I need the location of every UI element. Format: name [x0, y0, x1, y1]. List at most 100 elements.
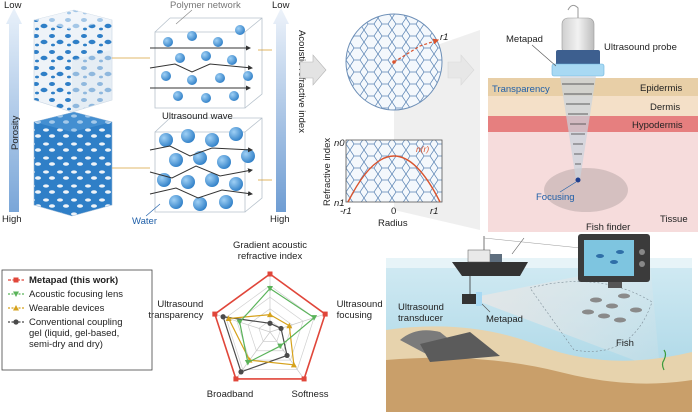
radar-point-0-4: [212, 311, 218, 317]
radar-point-3-4: [220, 314, 226, 320]
radar-point-0-3: [233, 376, 239, 382]
radar-axis-label-1-0: Ultrasound: [337, 299, 383, 310]
ultrasound-probe: [561, 17, 595, 55]
radar-point-3-1: [278, 325, 284, 332]
radar-point-1-4: [236, 319, 243, 326]
sonar-beam: [470, 262, 660, 370]
fishing-net: [529, 281, 653, 352]
legend-label-3-1: gel (liquid, gel-based,: [29, 328, 119, 339]
radar-point-1-1: [311, 315, 318, 321]
fish-finder-label: Fish finder: [586, 222, 630, 233]
porosity-axis-label: Porosity: [10, 115, 21, 150]
scene-metapad-label: Metapad: [486, 314, 523, 325]
radar-axis-label-4-1: transparency: [148, 310, 203, 321]
porosity-top-label: Low: [4, 0, 22, 11]
radar-point-2-1: [286, 322, 293, 329]
water-label: Water: [132, 216, 157, 227]
refractive-index-arrow: [273, 8, 289, 212]
radar-point-1-3: [244, 359, 251, 366]
index-axis-label: Acoustic refractive index: [296, 30, 307, 133]
legend-marker-2: [13, 305, 19, 311]
radar-point-0-2: [301, 376, 307, 382]
high-porosity-lattice: [149, 117, 263, 213]
layer-hypodermis: [488, 116, 698, 132]
radar-point-0-1: [322, 311, 328, 317]
radar-point-2-0: [267, 311, 273, 318]
radar-axis-label-0-1: refractive index: [238, 251, 303, 262]
x-mid-label: 0: [391, 206, 396, 217]
legend-label-2: Wearable devices: [29, 303, 105, 314]
epidermis-label: Epidermis: [640, 83, 682, 94]
probe-label: Ultrasound probe: [604, 42, 677, 53]
low-porosity-cube: [33, 9, 113, 113]
fish-label: Fish: [616, 338, 634, 349]
target-region: [544, 168, 628, 212]
legend-marker-0: [13, 277, 19, 283]
ultrasound-wave-label: Ultrasound wave: [162, 111, 233, 122]
index-top-label: Low: [272, 0, 290, 11]
profile-curve: [347, 155, 441, 203]
radar-series-1: [239, 287, 316, 364]
metapad: [551, 63, 605, 77]
focusing-label: Focusing: [536, 192, 575, 203]
step-arrow-1: [299, 54, 327, 86]
x-left-label: -r1: [340, 206, 352, 217]
low-porosity-lattice: [149, 17, 263, 109]
radar-axis-label-2: Softness: [291, 389, 328, 400]
radar-point-3-2: [284, 352, 290, 359]
index-bottom-label: High: [270, 214, 290, 225]
radar-point-0-0: [267, 271, 273, 277]
transparency-label: Transparency: [492, 84, 550, 95]
radar-point-1-0: [267, 286, 273, 292]
porosity-arrow: [6, 8, 22, 212]
profile-panel: r1 n(r) n0 n1 -r1 0 r1 Radius Refractive…: [322, 13, 480, 230]
radar-point-2-2: [290, 361, 297, 368]
focused-beam: [560, 76, 596, 180]
fish-finder-monitor: [578, 234, 650, 288]
high-porosity-cube: [33, 111, 113, 217]
radar-point-2-4: [225, 315, 232, 322]
layer-dermis: [488, 96, 698, 116]
transducer-label-1: Ultrasound: [398, 302, 444, 313]
radar-series-2: [227, 313, 295, 366]
radar-axis-label-3: Broadband: [207, 389, 253, 400]
scene-metapad: [476, 292, 482, 306]
fish-scene: Fish finder Ultrasound transducer Metapa…: [386, 222, 692, 412]
legend-label-1: Acoustic focusing lens: [29, 289, 123, 300]
radar-point-3-3: [238, 369, 244, 375]
legend-label-0: Metapad (this work): [29, 275, 118, 286]
radar-axis-label-4-0: Ultrasound: [157, 299, 203, 310]
porosity-bottom-label: High: [2, 214, 22, 225]
tissue-label: Tissue: [660, 214, 688, 225]
legend-label-3-2: semi-dry and dry): [29, 339, 103, 350]
hypodermis-label: Hypodermis: [632, 120, 683, 131]
radar-axis-label-0-0: Gradient acoustic: [233, 240, 307, 251]
y-top-label: n0: [334, 138, 345, 149]
legend-label-3-0: Conventional coupling: [29, 317, 122, 328]
curve-label: n(r): [416, 144, 429, 154]
y-bottom-label: n1: [334, 198, 345, 209]
fishing-boat: [452, 236, 601, 276]
legend-box: [1, 269, 153, 371]
radar-series-0: [213, 273, 327, 380]
probe-panel: Metapad Ultrasound probe Transparency Ep…: [488, 4, 698, 232]
radar-spoke-1: [269, 313, 326, 333]
radius-label: r1: [440, 32, 448, 43]
legend-marker-1: [13, 291, 19, 297]
x-right-label: r1: [430, 206, 438, 217]
profile-plot-area: [345, 139, 443, 203]
metapad-label: Metapad: [506, 34, 543, 45]
dermis-label: Dermis: [650, 102, 680, 113]
polymer-network-label: Polymer network: [170, 0, 241, 11]
radar-point-3-0: [267, 320, 273, 326]
radar-point-1-2: [277, 343, 284, 350]
fish-school: [582, 293, 642, 323]
porosity-panel: Low High Porosity: [2, 0, 307, 227]
radar-axis-label-1-1: focusing: [337, 310, 372, 321]
transducer-label-2: transducer: [398, 313, 443, 324]
x-axis-label: Radius: [378, 218, 408, 229]
y-axis-label: Refractive index: [322, 138, 333, 206]
legend: Metapad (this work) Acoustic focusing len…: [1, 269, 153, 371]
